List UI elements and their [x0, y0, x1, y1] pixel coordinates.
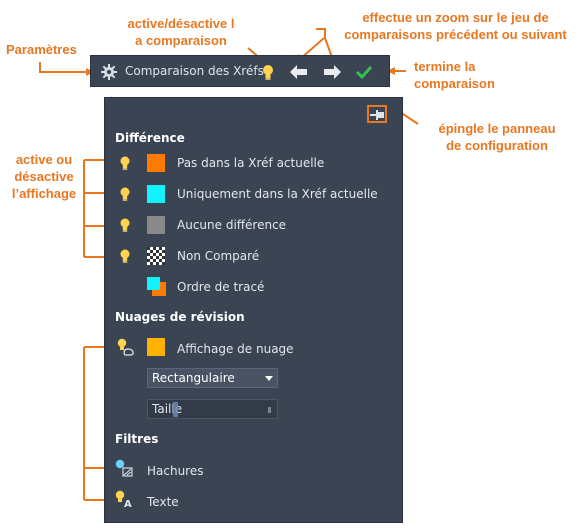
spin-handle-icon[interactable] [268, 407, 272, 413]
label-cloud-display: Affichage de nuage [177, 342, 294, 356]
annotation-toggle-compare: active/désactive l a comparaison [127, 16, 235, 48]
text-cursor [173, 402, 178, 417]
arrow-right-icon[interactable] [323, 65, 341, 79]
svg-text:A: A [124, 499, 132, 508]
chevron-down-icon [265, 376, 273, 381]
lightbulb-icon[interactable] [119, 248, 131, 265]
annotation-settings: Paramètres [6, 42, 77, 57]
annotation-zoom: effectue un zoom sur le jeu de comparais… [344, 10, 567, 42]
label-not-in-current: Pas dans la Xréf actuelle [177, 156, 325, 170]
cloud-color-swatch[interactable] [147, 338, 165, 356]
settings-panel: Différence Pas dans la Xréf actuelle Uni… [104, 97, 403, 523]
section-filters-heading: Filtres [115, 432, 159, 446]
cloud-size-input[interactable]: Taille [147, 399, 278, 419]
color-swatch-no-difference[interactable] [147, 216, 165, 234]
toolbar-title: Comparaison des Xréfs [125, 64, 264, 78]
checker-swatch-not-compared[interactable] [147, 247, 165, 265]
cloud-shape-select[interactable]: Rectangulaire [147, 368, 278, 388]
label-draw-order: Ordre de tracé [177, 280, 265, 294]
annotation-pin: épingle le panneau de configuration [438, 121, 556, 153]
cloud-shape-value: Rectangulaire [152, 371, 235, 385]
color-swatch-not-in-current[interactable] [147, 154, 165, 172]
compare-toolbar: Comparaison des Xréfs [90, 55, 390, 87]
cloud-visibility-icon[interactable] [117, 338, 135, 356]
label-only-in-current: Uniquement dans la Xréf actuelle [177, 187, 378, 201]
draw-order-swatch[interactable] [147, 277, 167, 297]
arrow-left-icon[interactable] [290, 65, 308, 79]
gear-icon[interactable] [101, 64, 117, 80]
color-swatch-only-in-current[interactable] [147, 185, 165, 203]
label-no-difference: Aucune différence [177, 218, 287, 232]
lightbulb-icon[interactable] [119, 186, 131, 203]
checkmark-icon[interactable] [355, 65, 373, 79]
label-not-compared: Non Comparé [177, 249, 260, 263]
label-hatch-filter: Hachures [147, 464, 204, 478]
lightbulb-icon[interactable] [119, 155, 131, 172]
section-difference-heading: Différence [115, 131, 185, 145]
annotation-toggle-display: active ou désactive l’affichage [11, 152, 77, 201]
pin-icon [370, 110, 384, 120]
text-filter-icon[interactable]: A [115, 490, 133, 508]
label-text-filter: Texte [147, 495, 179, 509]
annotation-finish: termine la comparaison [414, 59, 495, 91]
lightbulb-icon[interactable] [262, 64, 274, 81]
section-clouds-heading: Nuages de révision [115, 310, 245, 324]
hatch-filter-icon[interactable] [115, 459, 133, 477]
pin-button[interactable] [367, 105, 387, 123]
lightbulb-icon[interactable] [119, 217, 131, 234]
